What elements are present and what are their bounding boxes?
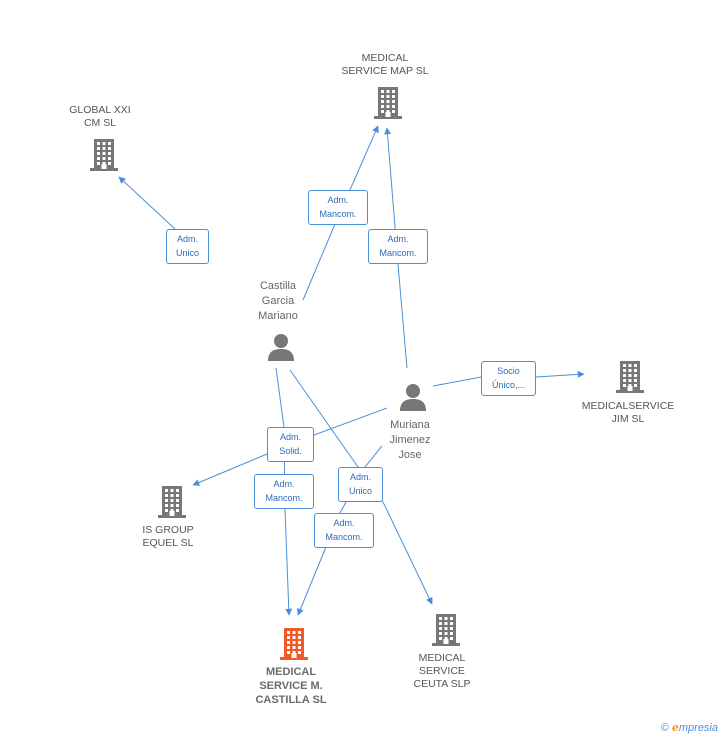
building-icon-global[interactable]	[88, 137, 120, 178]
company-label-map[interactable]: MEDICAL SERVICE MAP SL	[341, 52, 429, 77]
company-label-isgroup[interactable]: IS GROUP EQUEL SL	[142, 524, 194, 549]
company-label-ceuta[interactable]: MEDICAL SERVICE CEUTA SLP	[413, 652, 471, 690]
edge-label-e6[interactable]: Adm. Mancom.	[254, 474, 314, 509]
person-icon-castilla[interactable]	[266, 332, 296, 367]
company-label-main[interactable]: MEDICAL SERVICE M. CASTILLA SL	[255, 666, 327, 706]
brand-text: mpresia	[678, 722, 718, 734]
person-label-castilla[interactable]: Castilla Garcia Mariano	[258, 280, 298, 322]
edge-label-e5[interactable]: Adm. Solid.	[267, 427, 314, 462]
edge-label-e3[interactable]: Adm. Mancom.	[368, 229, 428, 264]
edge-label-e7[interactable]: Adm. Unico	[338, 467, 383, 502]
person-icon-muriana[interactable]	[398, 382, 428, 417]
building-icon-jim[interactable]	[614, 359, 646, 400]
edge-label-e4[interactable]: Socio Único,...	[481, 361, 536, 396]
company-label-jim[interactable]: MEDICALSERVICE JIM SL	[581, 400, 675, 425]
brand-e: e	[671, 721, 679, 734]
edge-e3	[384, 127, 408, 369]
person-label-muriana[interactable]: Muriana Jimenez Jose	[389, 419, 431, 461]
empresia-logo[interactable]: © empresia	[661, 721, 718, 734]
building-icon-map[interactable]	[372, 85, 404, 126]
company-label-global[interactable]: GLOBAL XXI CM SL	[69, 104, 131, 129]
edge-label-e2[interactable]: Adm. Mancom.	[308, 190, 368, 225]
building-icon-ceuta[interactable]	[430, 612, 462, 653]
edge-label-e8[interactable]: Adm. Mancom.	[314, 513, 374, 548]
building-icon-main[interactable]	[278, 626, 310, 667]
copyright-symbol: ©	[660, 722, 669, 734]
edge-e1	[118, 176, 176, 230]
building-icon-isgroup[interactable]	[156, 484, 188, 525]
edge-e6	[275, 367, 293, 616]
edge-label-e1[interactable]: Adm. Unico	[166, 229, 209, 264]
